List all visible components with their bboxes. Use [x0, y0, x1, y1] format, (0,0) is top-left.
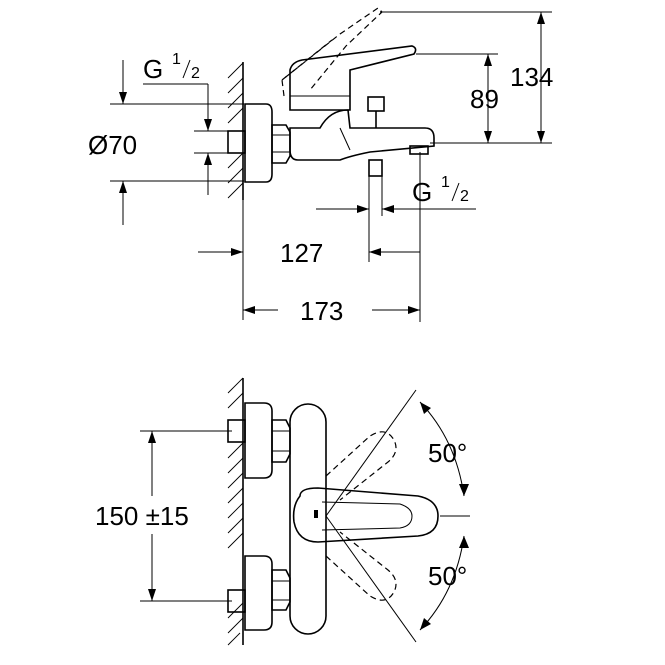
lower-escutcheon [244, 555, 273, 631]
top-view: 134 89 Ø70 G [88, 7, 553, 326]
lever-front-inner [321, 501, 413, 531]
dim-g-right-letter: G [412, 177, 432, 207]
angle-bottom-label: 50° [428, 561, 467, 591]
escutcheon-top [244, 103, 273, 183]
dimension-150: 150 ±15 [95, 430, 232, 602]
dim-g-right-numerator: 1 [441, 174, 450, 191]
lever-top [289, 45, 417, 111]
bottom-view: 50° 50° 150 ±15 [95, 377, 470, 646]
dim-g-left-denominator: 2 [191, 65, 200, 82]
dim-150-label: 150 ±15 [95, 501, 189, 531]
angle-ext-top [325, 389, 417, 517]
mixer-body-front [289, 403, 327, 635]
dimension-g-half-left: G 1 2 [143, 51, 232, 195]
dimension-diameter-70: Ø70 [88, 60, 244, 225]
dimension-173: 173 [243, 152, 421, 326]
angle-ext-bottom [325, 515, 417, 643]
mixer-body-top [289, 109, 435, 161]
dim-g-left-numerator: 1 [172, 51, 181, 68]
dim-g-left-letter: G [143, 54, 163, 84]
dimension-127: 127 [198, 200, 420, 320]
spout-aerator [409, 145, 429, 155]
dimension-89: 89 [416, 53, 499, 143]
upper-nut [271, 419, 291, 463]
lever-front [292, 487, 439, 543]
dimension-g-half-right: G 1 2 [316, 174, 476, 262]
dim-diameter-70-label: Ø70 [88, 130, 137, 160]
dim-173-label: 173 [300, 296, 343, 326]
dim-g-right-denominator: 2 [460, 188, 469, 205]
lever-indicator [314, 510, 318, 518]
nut-top [271, 124, 291, 164]
lever-raised-ghost [281, 7, 383, 97]
dimension-134: 134 [380, 11, 553, 144]
dim-127-label: 127 [280, 238, 323, 268]
upper-escutcheon [244, 402, 273, 479]
lower-nut [271, 569, 291, 611]
dim-89-label: 89 [470, 84, 499, 114]
angle-top-label: 50° [428, 438, 467, 468]
diverter-knob [367, 96, 385, 112]
wall-hatch-bottom [227, 377, 244, 646]
dim-134-label: 134 [510, 62, 553, 92]
hose-outlet [368, 159, 383, 177]
lever-ghost-down [325, 531, 397, 601]
